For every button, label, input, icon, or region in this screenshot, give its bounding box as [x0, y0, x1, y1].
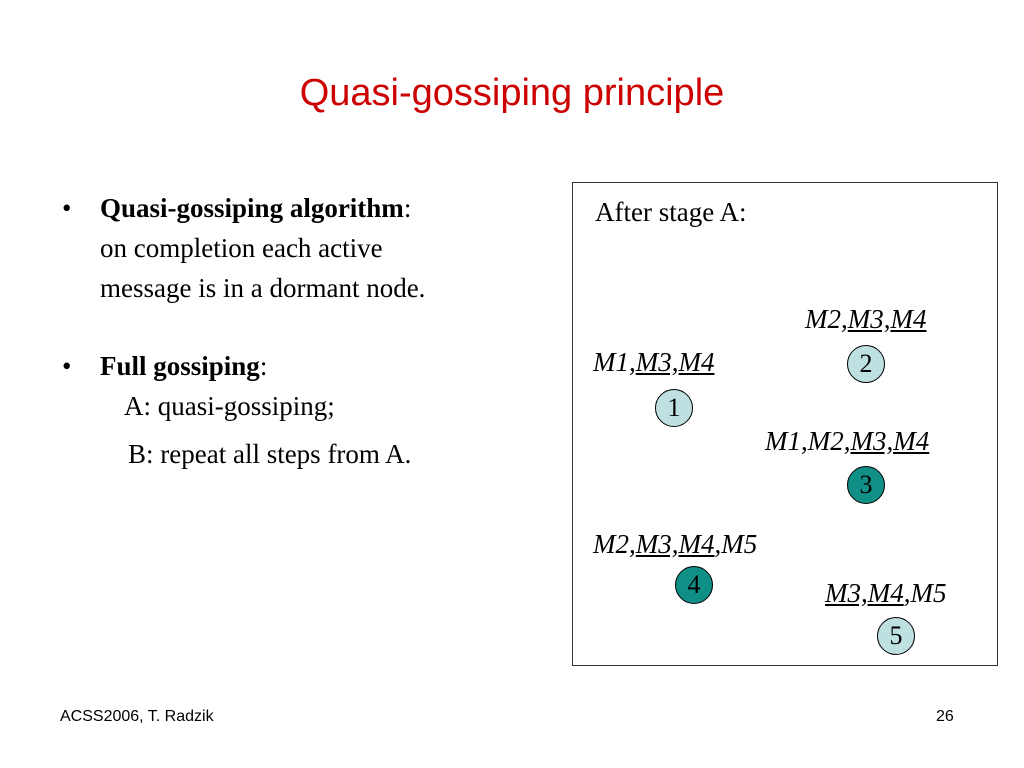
bullet-list: • Quasi-gossiping algorithm: on completi… [56, 188, 536, 474]
bullet-marker: • [62, 351, 72, 381]
node-3: 3 [847, 466, 885, 504]
diagram-caption: After stage A: [595, 197, 747, 227]
term-full-gossiping: Full gossiping [100, 351, 260, 381]
footer-credit: ACSS2006, T. Radzik [60, 708, 214, 725]
bullet-quasi-gossiping: • Quasi-gossiping algorithm: on completi… [56, 188, 536, 308]
node-3-messages: M1,M2,M3,M4 [765, 426, 930, 456]
bullet-marker: • [62, 193, 72, 223]
sub-item-a: A: quasi-gossiping; [124, 391, 335, 421]
node-5-messages: M3,M4,M5 [825, 578, 947, 608]
node-1: 1 [655, 389, 693, 427]
term-colon: : [259, 351, 268, 381]
diagram-panel: After stage A: M2,M3,M4 2 M1,M3,M4 1 M1,… [572, 182, 998, 666]
bullet-text-line: message is in a dormant node. [100, 273, 426, 303]
bullet-text-line: on completion each active [100, 233, 383, 263]
node-1-messages: M1,M3,M4 [593, 347, 715, 377]
node-4-messages: M2,M3,M4,M5 [593, 529, 758, 559]
sub-item-b: B: repeat all steps from A. [128, 439, 412, 469]
node-2-messages: M2,M3,M4 [805, 304, 927, 334]
page-number: 26 [936, 708, 954, 725]
term-colon: : [403, 193, 412, 223]
node-5: 5 [877, 617, 915, 655]
node-4: 4 [675, 566, 713, 604]
term-quasi-gossiping: Quasi-gossiping algorithm [100, 193, 404, 223]
node-2: 2 [847, 345, 885, 383]
slide-title: Quasi-gossiping principle [299, 72, 725, 114]
bullet-full-gossiping: • Full gossiping: [56, 346, 536, 386]
